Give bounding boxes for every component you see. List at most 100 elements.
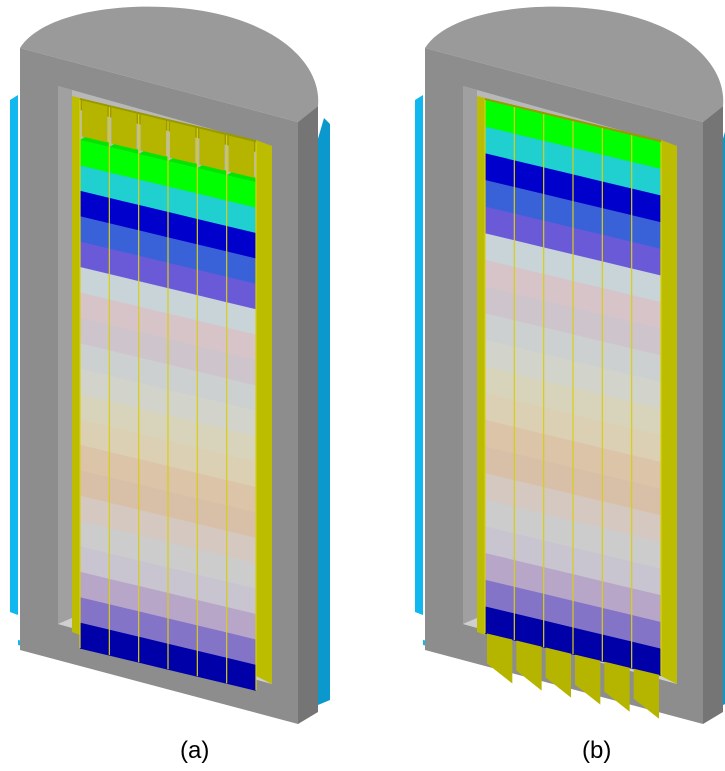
layer-0-col-3 bbox=[168, 161, 198, 195]
layer-17-col-5 bbox=[226, 607, 256, 641]
cladding-left bbox=[415, 95, 423, 615]
layer-14-col-1 bbox=[514, 480, 544, 515]
layer-18-col-4 bbox=[197, 625, 227, 659]
layer-14-col-0 bbox=[80, 495, 110, 529]
layer-3-col-2 bbox=[138, 230, 168, 264]
layer-6-col-5 bbox=[631, 295, 661, 330]
layer-9-col-2 bbox=[138, 382, 168, 416]
layer-8-col-5 bbox=[631, 348, 661, 383]
layer-4-col-3 bbox=[168, 262, 198, 296]
layer-13-col-1 bbox=[514, 453, 544, 488]
layer-8-col-3 bbox=[573, 334, 603, 369]
layer-1-col-3 bbox=[573, 147, 603, 183]
layer-11-col-5 bbox=[631, 428, 661, 463]
olive-wall-right bbox=[661, 140, 677, 684]
layer-2-col-2 bbox=[138, 204, 168, 238]
olive-wall-left bbox=[72, 96, 80, 635]
layer-13-col-3 bbox=[168, 491, 198, 525]
layer-4-col-5 bbox=[631, 241, 661, 277]
layer-7-col-3 bbox=[168, 338, 198, 372]
comb-bottom-5 bbox=[633, 668, 659, 719]
layer-13-col-5 bbox=[631, 481, 661, 516]
layer-19-col-5 bbox=[226, 657, 256, 691]
layer-15-col-3 bbox=[168, 542, 198, 576]
layer-1-col-4 bbox=[197, 193, 227, 227]
layer-12-col-3 bbox=[573, 440, 603, 476]
layer-16-col-2 bbox=[543, 540, 573, 575]
comb-top-3 bbox=[170, 121, 196, 164]
layer-9-col-0 bbox=[485, 339, 515, 375]
layer-9-col-3 bbox=[573, 360, 603, 396]
layer-3-col-5 bbox=[226, 251, 256, 285]
comb-bottom-0 bbox=[487, 633, 513, 684]
layer-10-col-5 bbox=[631, 401, 661, 436]
layer-12-col-1 bbox=[514, 426, 544, 462]
layer-10-col-3 bbox=[573, 387, 603, 422]
layer-4-col-0 bbox=[485, 206, 515, 241]
layer-9-col-5 bbox=[226, 403, 256, 437]
layer-7-col-1 bbox=[514, 293, 544, 328]
layer-19-col-2 bbox=[138, 636, 168, 670]
layer-4-col-2 bbox=[543, 220, 573, 255]
layer-12-col-2 bbox=[138, 458, 168, 492]
comb-top-1 bbox=[111, 107, 137, 150]
layer-5-col-1 bbox=[514, 240, 544, 275]
comb-bottom-2 bbox=[545, 647, 571, 698]
layer-3-col-3 bbox=[168, 237, 198, 271]
layer-13-col-3 bbox=[573, 467, 603, 502]
layer-5-col-4 bbox=[602, 261, 632, 296]
layer-18-col-3 bbox=[168, 618, 198, 652]
layer-13-col-0 bbox=[80, 470, 110, 504]
layer-18-col-4 bbox=[602, 607, 632, 643]
layer-12-col-0 bbox=[485, 419, 515, 455]
layer-2-col-3 bbox=[168, 211, 198, 245]
layer-12-col-4 bbox=[602, 447, 632, 483]
layer-13-col-4 bbox=[197, 498, 227, 532]
layer-19-col-4 bbox=[197, 650, 227, 684]
layer-5-col-5 bbox=[631, 268, 661, 303]
comb-top-4 bbox=[199, 128, 225, 171]
layer-13-col-0 bbox=[485, 446, 515, 481]
layer-4-col-3 bbox=[573, 227, 603, 263]
layer-0-col-4 bbox=[602, 128, 632, 163]
layer-17-col-0 bbox=[485, 553, 515, 588]
layer-10-col-0 bbox=[80, 394, 110, 428]
layer-14-col-2 bbox=[138, 509, 168, 543]
layer-14-col-3 bbox=[168, 516, 198, 550]
layer-0-col-2 bbox=[138, 154, 168, 188]
layer-5-col-2 bbox=[543, 247, 573, 282]
layer-8-col-4 bbox=[197, 371, 227, 405]
lid-top bbox=[425, 6, 724, 122]
layer-16-col-3 bbox=[168, 567, 198, 601]
layer-18-col-2 bbox=[138, 611, 168, 645]
layer-7-col-2 bbox=[543, 300, 573, 335]
layer-8-col-2 bbox=[543, 327, 573, 362]
layer-15-col-2 bbox=[138, 535, 168, 569]
comb-bottom-4 bbox=[604, 661, 630, 712]
layer-7-col-4 bbox=[602, 314, 632, 349]
layer-6-col-0 bbox=[485, 259, 515, 295]
layer-9-col-2 bbox=[543, 353, 573, 389]
layer-1-col-2 bbox=[138, 179, 168, 213]
layer-6-col-2 bbox=[543, 273, 573, 309]
layer-15-col-5 bbox=[226, 556, 256, 590]
cavity-left-wall bbox=[58, 86, 72, 624]
layer-1-col-3 bbox=[168, 186, 198, 220]
layer-1-col-0 bbox=[485, 126, 515, 161]
layer-8-col-3 bbox=[168, 364, 198, 398]
layer-19-col-1 bbox=[109, 629, 139, 663]
layer-5-col-3 bbox=[168, 288, 198, 322]
layer-0-col-1 bbox=[514, 107, 544, 142]
layer-11-col-3 bbox=[573, 414, 603, 449]
layer-3-col-0 bbox=[80, 216, 110, 250]
layer-6-col-0 bbox=[80, 292, 110, 326]
layer-6-col-3 bbox=[168, 313, 198, 347]
layer-10-col-3 bbox=[168, 415, 198, 449]
layer-14-col-0 bbox=[485, 473, 515, 508]
caption-a: (a) bbox=[180, 737, 210, 764]
layer-0-col-0 bbox=[80, 140, 110, 174]
layer-16-col-3 bbox=[573, 547, 603, 582]
layer-16-col-5 bbox=[631, 561, 661, 596]
layer-1-col-0 bbox=[80, 165, 110, 199]
layer-17-col-2 bbox=[138, 585, 168, 619]
